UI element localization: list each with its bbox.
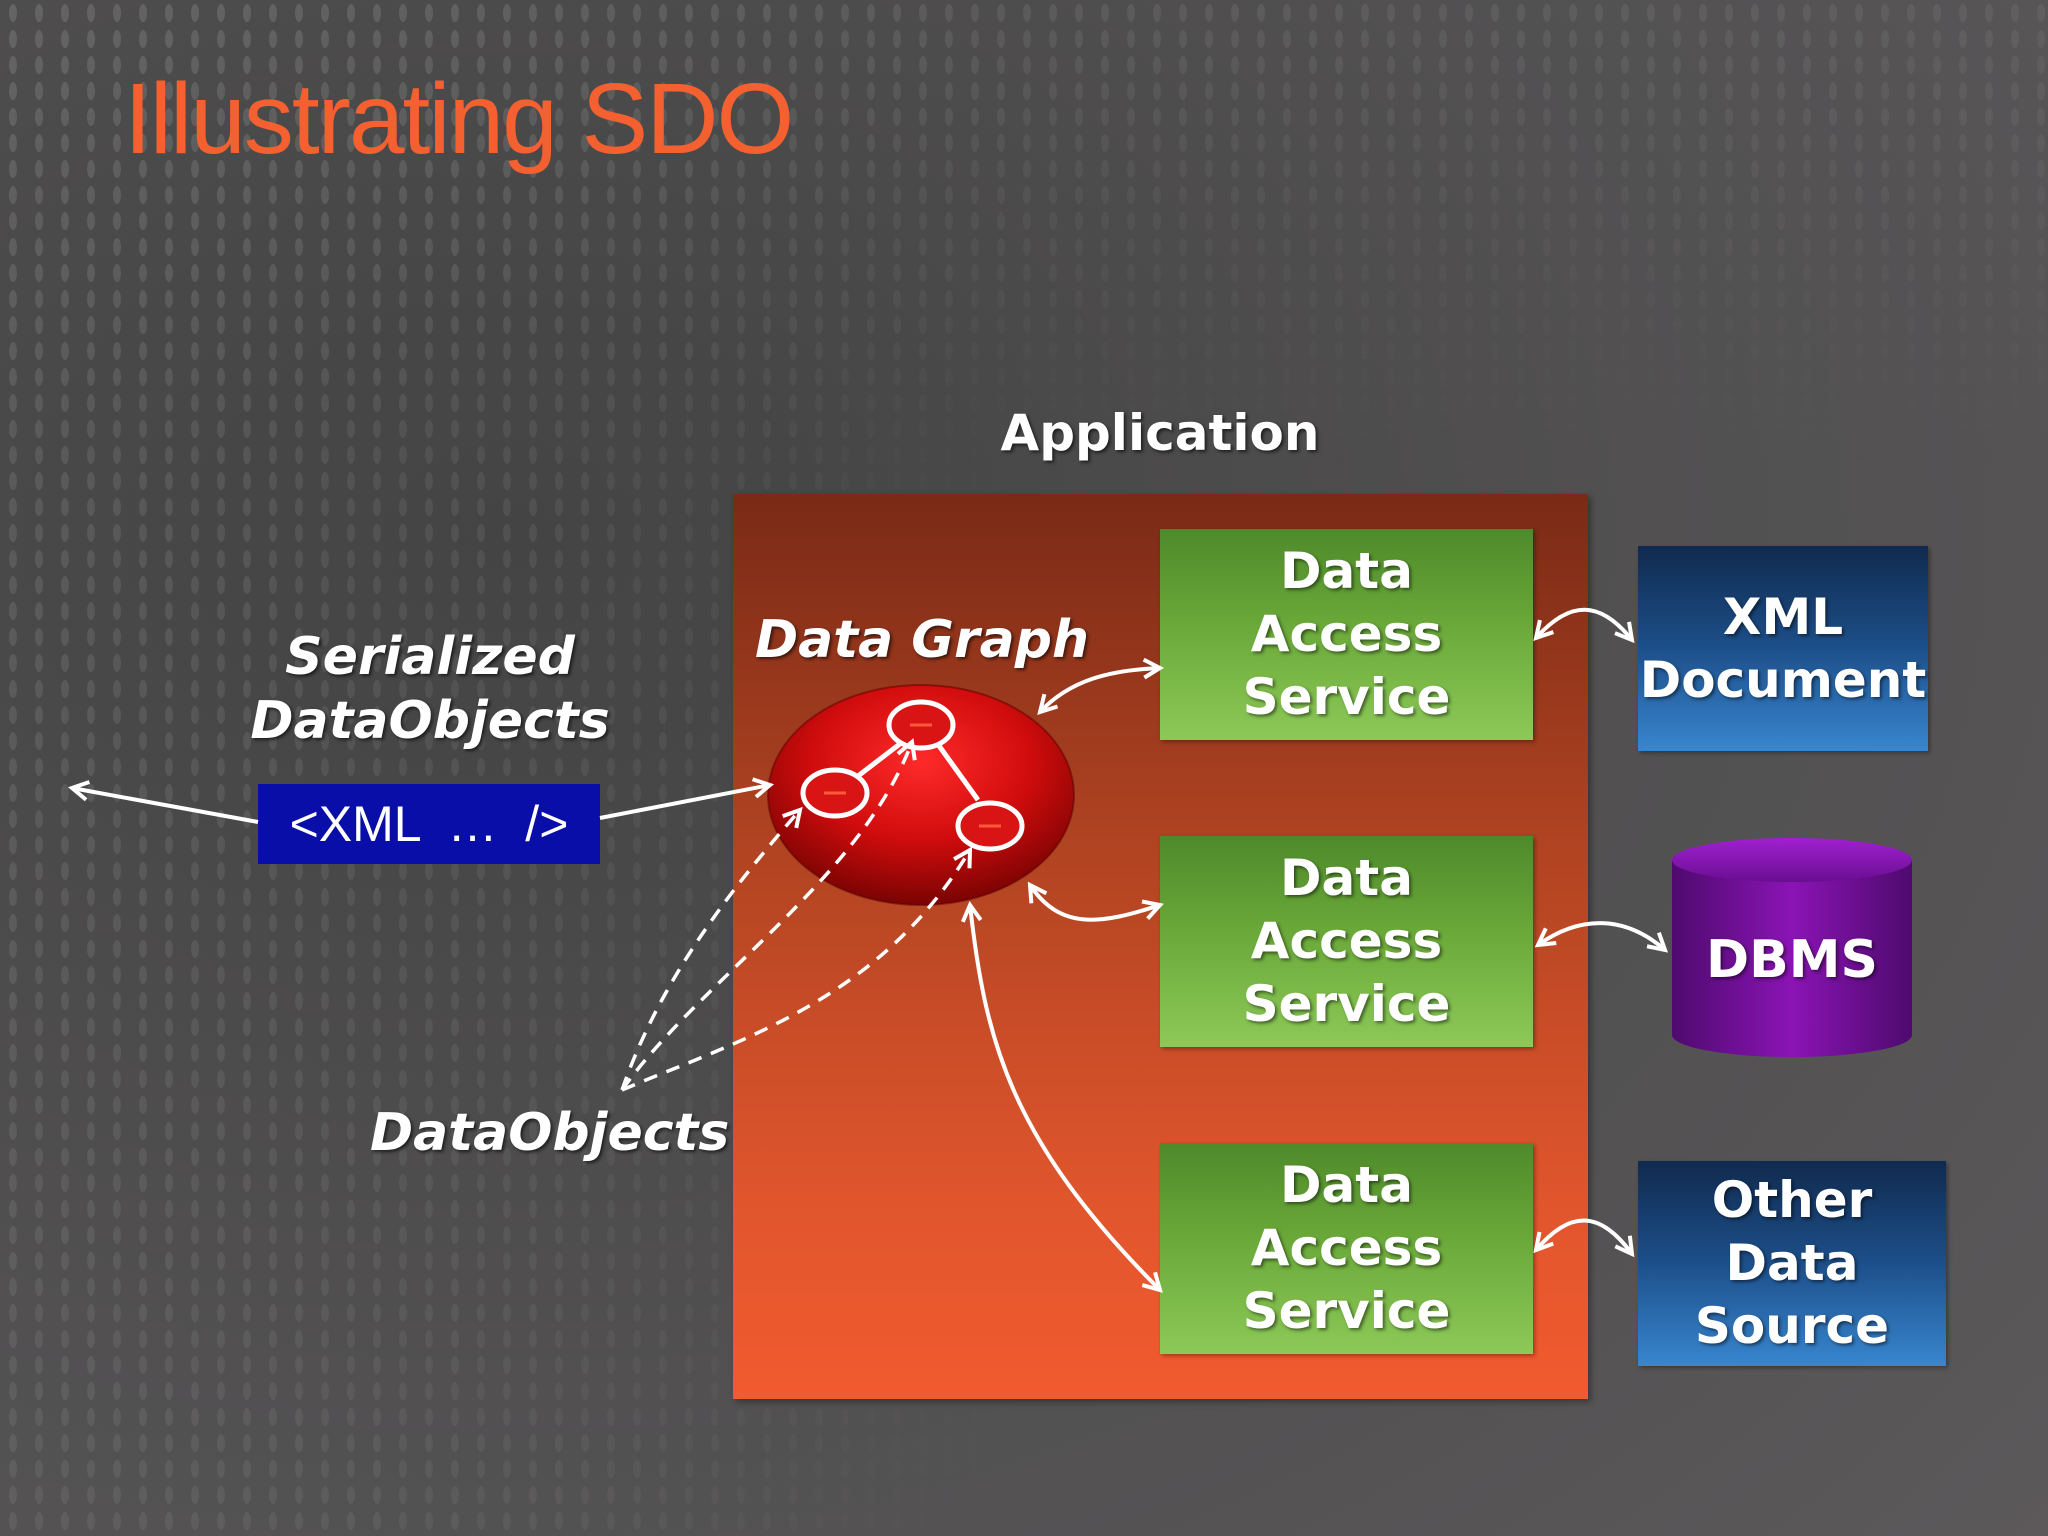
xml-document-line2: Document — [1639, 650, 1927, 709]
das-1-line3: Service — [1242, 668, 1451, 726]
das-1-line1: Data — [1280, 542, 1413, 600]
graph-das1-arrow — [1040, 668, 1160, 712]
other-data-source-box: Other Data Source — [1638, 1161, 1946, 1366]
data-access-service-box-1: Data Access Service — [1160, 529, 1533, 740]
das3-other-arrow — [1536, 1218, 1632, 1254]
das-3-line1: Data — [1280, 1156, 1413, 1214]
serialized-label-line2: DataObjects — [250, 691, 610, 751]
data-graph-node — [767, 684, 1075, 906]
serialized-dataobjects-label: Serialized DataObjects — [250, 625, 610, 753]
das-3-line2: Access — [1250, 1219, 1443, 1277]
dbms-cylinder — [1672, 838, 1912, 1057]
das-1-line2: Access — [1250, 605, 1443, 663]
serialized-label-line1: Serialized — [285, 627, 575, 687]
das-3-line3: Service — [1242, 1282, 1451, 1340]
xml-document-box: XML Document — [1638, 546, 1928, 751]
data-access-service-box-3: Data Access Service — [1160, 1143, 1533, 1354]
das-2-line1: Data — [1280, 849, 1413, 907]
other-source-line2: Source — [1694, 1297, 1890, 1355]
das-2-line3: Service — [1242, 975, 1451, 1033]
application-label: Application — [1000, 404, 1320, 462]
das2-dbms-arrow — [1538, 921, 1665, 950]
dataobjects-dashed-arrows — [620, 742, 970, 1092]
dataobjects-label: DataObjects — [370, 1103, 730, 1163]
data-access-service-box-2: Data Access Service — [1160, 836, 1533, 1047]
serialized-out-arrow — [72, 788, 259, 824]
das-2-line2: Access — [1250, 912, 1443, 970]
slide-title: Illustrating SDO — [124, 63, 794, 175]
das1-xml-arrow — [1536, 607, 1632, 640]
serialized-in-arrow — [599, 785, 770, 820]
xml-document-line1: XML — [1722, 587, 1844, 646]
graph-das2-arrow — [1030, 885, 1160, 922]
data-graph-label: Data Graph — [755, 610, 1089, 670]
xml-tag-box: <XML … /> — [258, 784, 600, 864]
graph-das3-arrow — [970, 905, 1160, 1290]
other-source-line1: Other Data — [1711, 1171, 1873, 1292]
dbms-label: DBMS — [1706, 930, 1878, 990]
